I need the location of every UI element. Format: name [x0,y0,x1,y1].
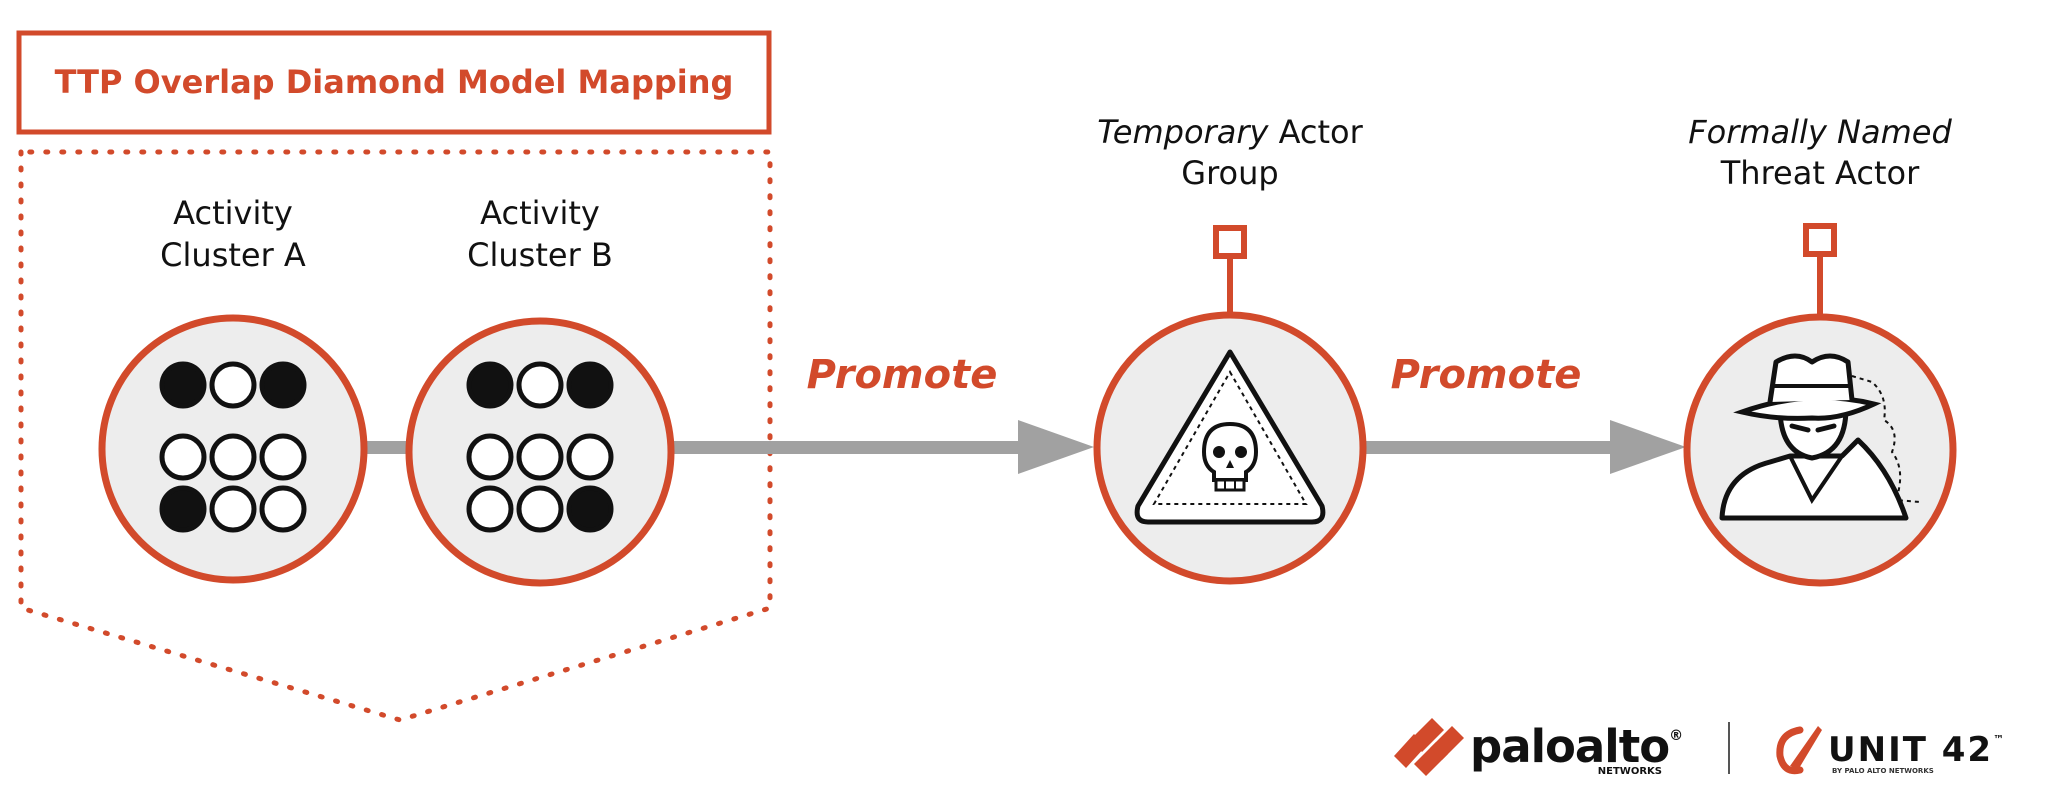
named-threat-actor: Formally Named Threat Actor [1683,113,1957,587]
ttp-dot-empty [516,485,564,533]
ttp-dot-empty [209,485,257,533]
cluster-a-dot-grid [159,361,307,533]
named-actor-label-line1: Formally Named [1688,113,1952,151]
ttp-dot-filled [566,361,614,409]
cluster-a-label-line2: Cluster A [160,236,306,274]
cluster-a: Activity Cluster A [98,194,368,584]
unit42-logo: UNIT 42™ BY PALO ALTO NETWORKS [1776,726,2006,775]
promote-label-2: Promote [1391,352,1582,398]
temporary-group-label-italic: Temporary [1097,113,1269,151]
cluster-b-label-line1: Activity [480,194,600,232]
ttp-dot-filled [159,361,207,409]
paloalto-logo: paloalto® NETWORKS [1394,718,1683,777]
ttp-dot-empty [209,361,257,409]
cluster-b-label-line2: Cluster B [467,236,613,274]
paloalto-name: paloalto [1470,720,1669,773]
ttp-dot-filled [159,485,207,533]
diagram-title: TTP Overlap Diamond Model Mapping [55,63,734,101]
ttp-dot-empty [516,361,564,409]
temporary-group-label-line1: Temporary Actor [1097,113,1363,151]
unit42-name: UNIT 42 [1828,730,1993,770]
unit42-wordmark: UNIT 42™ [1828,730,2006,770]
ttp-dot-empty [159,433,207,481]
cluster-b-dot-grid [466,361,614,533]
temporary-group-tag-icon [1213,225,1247,259]
named-actor-tag-icon [1803,223,1837,257]
temporary-group-label-line2: Group [1181,154,1278,192]
spy-hat-icon [1719,353,1921,521]
temporary-actor-group: Temporary Actor Group [1093,113,1367,585]
cluster-b: Activity Cluster B [405,194,675,587]
promote-label-1: Promote [807,352,998,398]
title-box: TTP Overlap Diamond Model Mapping [16,30,772,135]
cluster-connector [366,441,408,454]
cluster-a-label-line1: Activity [173,194,293,232]
paloalto-wordmark: paloalto® [1470,720,1682,773]
paloalto-mark-icon [1394,718,1464,776]
ttp-dot-empty [566,433,614,481]
ttp-dot-empty [466,433,514,481]
skull-icon [1201,421,1259,492]
unit42-mark-icon [1776,726,1822,775]
ttp-dot-filled [259,361,307,409]
ttp-dot-empty [209,433,257,481]
ttp-dot-empty [259,433,307,481]
ttp-dot-empty [516,433,564,481]
ttp-dot-filled [466,361,514,409]
temporary-group-label-rest: Actor [1268,113,1363,151]
named-actor-label-line2: Threat Actor [1720,154,1920,192]
ttp-dot-filled [566,485,614,533]
unit42-byline: BY PALO ALTO NETWORKS [1832,767,1934,775]
dotted-cluster-container [18,149,773,723]
paloalto-registered: ® [1669,728,1682,744]
ttp-dot-empty [466,485,514,533]
unit42-trademark: ™ [1993,733,2006,746]
ttp-dot-empty [259,485,307,533]
paloalto-networks-text: NETWORKS [1598,766,1662,777]
promote-arrow-2 [1362,420,1686,474]
promote-arrow-1 [674,420,1094,474]
